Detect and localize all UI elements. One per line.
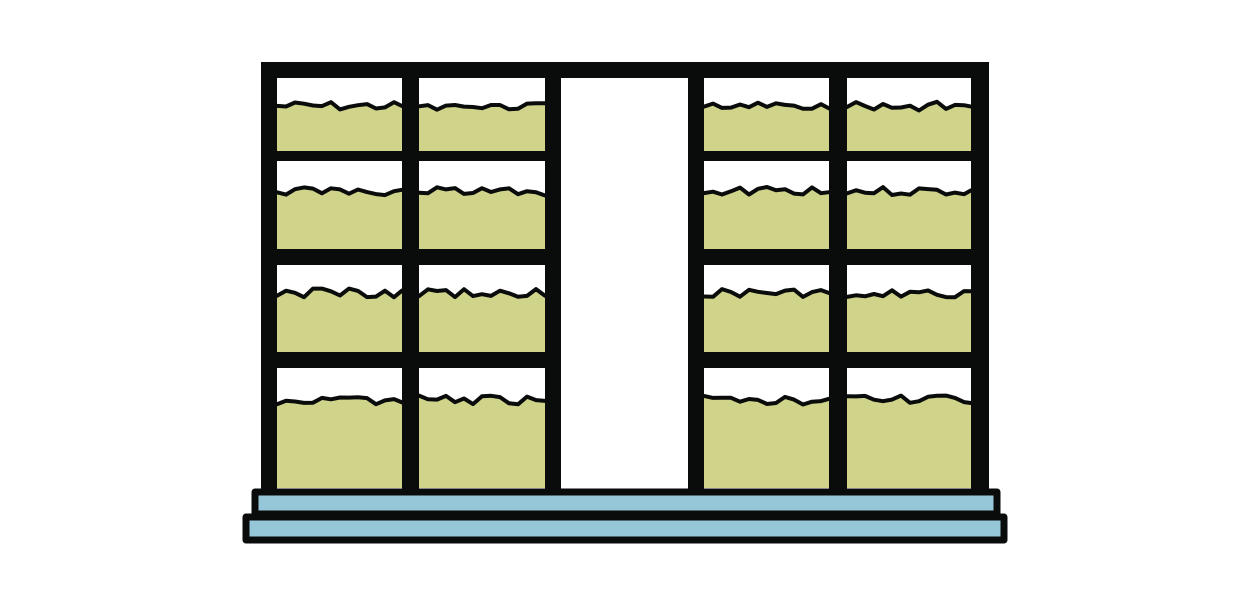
fill-edge-line <box>417 101 547 112</box>
fill-edge-line <box>845 99 973 113</box>
fill-edge-line <box>275 395 404 407</box>
compartment-fill <box>847 290 971 352</box>
shelf-frame <box>261 62 989 492</box>
fill-edge-line <box>702 393 831 407</box>
fill-edge-line <box>845 393 973 405</box>
compartment-fill <box>419 187 545 249</box>
fill-edge-line <box>417 185 547 198</box>
compartment-fill <box>847 101 971 151</box>
frame-post <box>545 62 561 492</box>
compartment-fill <box>704 395 829 488</box>
fill-edge-line <box>845 288 973 300</box>
fill-edge-line <box>417 393 547 407</box>
compartment-fill <box>277 102 402 151</box>
compartment-fill <box>847 395 971 488</box>
compartment-fill <box>847 187 971 249</box>
frame-top-bar <box>261 62 989 78</box>
compartment-fill <box>277 187 402 249</box>
compartment-fill <box>419 289 545 352</box>
shelf-board-left <box>261 249 561 265</box>
compartment-fill <box>277 397 402 488</box>
base-step-upper <box>251 488 1001 518</box>
shelf-board-right <box>688 352 989 368</box>
fill-edge-line <box>275 286 404 300</box>
fill-edge-line <box>417 287 547 300</box>
compartment-fill <box>704 187 829 249</box>
base-plinth <box>242 488 1008 544</box>
fill-edge-line <box>275 185 404 198</box>
frame-post <box>402 62 419 492</box>
fill-edge-line <box>275 100 404 112</box>
compartment-fill <box>419 395 545 488</box>
frame-post-right <box>971 62 989 492</box>
frame-post-left <box>261 62 277 492</box>
shelf-board-left <box>261 352 561 368</box>
shelf-compartments <box>275 99 973 488</box>
fill-edge-line <box>702 100 831 111</box>
frame-post <box>829 62 847 492</box>
compartment-fill <box>704 289 829 352</box>
shelf-board-left <box>261 151 561 161</box>
fill-edge-line <box>702 287 831 299</box>
shelf-board-right <box>688 151 989 161</box>
frame-post <box>688 62 704 492</box>
compartment-fill <box>277 288 402 352</box>
compartment-fill <box>419 103 545 151</box>
fill-edge-line <box>702 185 831 197</box>
compartment-fill <box>704 102 829 151</box>
base-step-lower <box>242 513 1008 544</box>
fill-edge-line <box>845 185 973 197</box>
shelf-board-right <box>688 249 989 265</box>
